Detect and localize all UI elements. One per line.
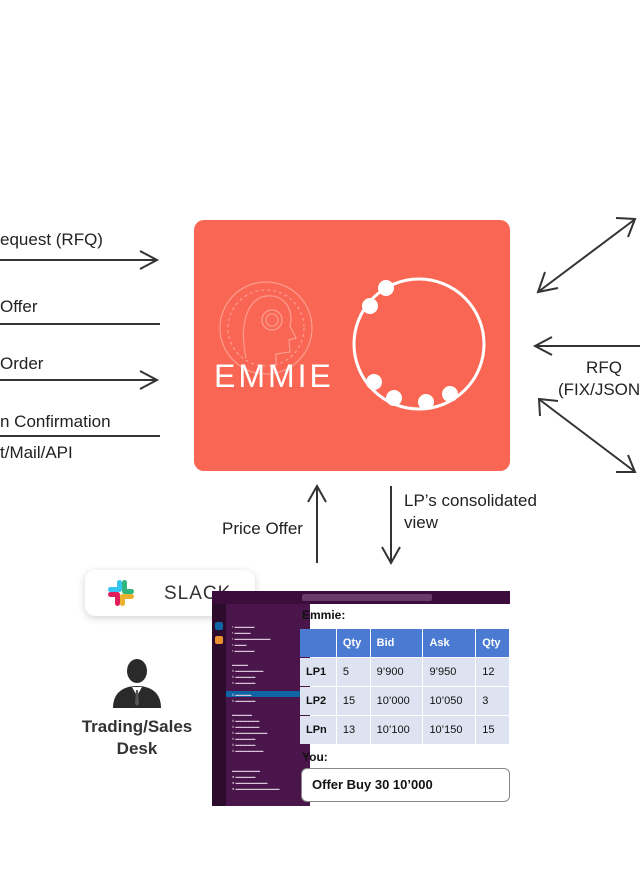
rfq-label: equest (RFQ)	[0, 230, 103, 249]
trading-desk-label: Trading/Sales Desk	[72, 716, 202, 760]
sidebar-line[interactable]: ▪ ▬▬▬▬	[232, 630, 251, 635]
right-protocol-label: (FIX/JSON	[558, 380, 640, 399]
sidebar-line[interactable]: ▪ ▬▬▬	[232, 642, 247, 647]
lp-view-label-line1: LP’s consolidated	[404, 491, 537, 510]
message-text: Offer Buy 30 10’000	[312, 777, 433, 792]
sidebar-line[interactable]: ▬▬▬▬▬▬▬	[232, 768, 260, 773]
active-channel-highlight	[226, 691, 310, 697]
sidebar-line[interactable]: # ▬▬▬▬▬▬	[232, 724, 260, 729]
order-label: Order	[0, 354, 44, 373]
column-header: Ask	[423, 629, 476, 657]
user-message-header: You:	[302, 750, 328, 764]
trading-desk-line1: Trading/Sales	[81, 717, 193, 736]
lp-cell: LP2	[300, 687, 336, 715]
sidebar-line[interactable]: ● ▬▬▬▬▬	[232, 774, 256, 779]
table-row: LPn 13 10’100 10’150 15	[300, 716, 509, 744]
channel-sidebar: ▪ ▬▬▬▬▬ ▪ ▬▬▬▬ ▪ ▬▬▬▬▬▬▬▬▬ ▪ ▬▬▬ ▪ ▬▬▬▬▬…	[226, 604, 310, 806]
offer-label: Offer	[0, 297, 38, 316]
confirmation-label: n Confirmation	[0, 412, 111, 431]
qty-cell: 15	[476, 716, 509, 744]
bid-cell: 10’100	[370, 716, 423, 744]
right-lower-line	[539, 399, 635, 472]
sidebar-line[interactable]: # ▬▬▬▬▬▬▬	[232, 748, 264, 753]
sidebar-line[interactable]: ● ▬▬▬▬▬▬▬▬▬▬▬	[232, 786, 280, 791]
bid-cell: 10’000	[370, 687, 423, 715]
search-bar[interactable]	[302, 594, 432, 601]
workspace-icon[interactable]	[215, 636, 223, 644]
qty-cell: 12	[476, 658, 509, 686]
workspace-icon[interactable]	[215, 622, 223, 630]
sidebar-line[interactable]: # ▬▬▬▬▬▬▬▬	[232, 730, 268, 735]
right-upper-arrowhead-b	[615, 217, 637, 238]
ask-cell: 9’950	[423, 658, 476, 686]
rfq-in-arrowhead	[139, 250, 160, 270]
order-in-arrowhead	[139, 370, 160, 390]
right-lower-arrowhead-b	[616, 454, 637, 473]
table-row: LP2 15 10’000 10’050 3	[300, 687, 509, 715]
column-header: Qty	[336, 629, 370, 657]
window-titlebar	[212, 591, 510, 604]
column-header: Qty	[476, 629, 509, 657]
head-logo-icon	[219, 281, 313, 375]
sidebar-line[interactable]: # ▬▬▬▬▬▬	[232, 718, 260, 723]
sidebar-line[interactable]: ● ▬▬▬▬▬▬▬▬	[232, 780, 268, 785]
right-lower-arrowhead-a	[537, 397, 559, 417]
lp-cell: LP1	[300, 658, 336, 686]
sidebar-line[interactable]: # ▬▬▬▬▬	[232, 736, 256, 741]
right-upper-arrowhead-a	[536, 271, 559, 294]
qty-cell: 15	[336, 687, 370, 715]
price-offer-arrowhead	[307, 483, 327, 503]
sidebar-line[interactable]: ▬▬▬▬▬	[232, 712, 252, 717]
ask-cell: 10’150	[423, 716, 476, 744]
slack-window: ▪ ▬▬▬▬▬ ▪ ▬▬▬▬ ▪ ▬▬▬▬▬▬▬▬▬ ▪ ▬▬▬ ▪ ▬▬▬▬▬…	[212, 591, 510, 806]
sidebar-line[interactable]: ▪ ▬▬▬▬▬	[232, 624, 255, 629]
column-header: Bid	[370, 629, 423, 657]
confirmation-channel-label: t/Mail/API	[0, 443, 73, 462]
qty-cell: 3	[476, 687, 509, 715]
sidebar-line[interactable]: # ▬▬▬▬▬	[232, 698, 256, 703]
right-rfq-label: RFQ	[586, 358, 622, 377]
right-rfq-arrowhead	[532, 336, 553, 356]
workspace-rail	[212, 604, 226, 806]
trader-avatar-icon	[113, 659, 161, 708]
lp-view-label-line2: view	[404, 513, 439, 532]
sidebar-line[interactable]: # ▬▬▬▬	[232, 692, 252, 697]
ask-cell: 10’050	[423, 687, 476, 715]
table-header-row: Qty Bid Ask Qty	[300, 629, 509, 657]
quotes-table: Qty Bid Ask Qty LP1 5 9’900 9’950 12 LP2…	[299, 628, 510, 745]
bot-message-header: Emmie:	[302, 608, 346, 622]
sidebar-line[interactable]: # ▬▬▬▬▬▬▬	[232, 668, 264, 673]
sidebar-line[interactable]: ▬▬▬▬	[232, 662, 248, 667]
price-offer-label: Price Offer	[222, 519, 303, 538]
qty-cell: 13	[336, 716, 370, 744]
emmie-graphics	[219, 277, 486, 411]
sidebar-line[interactable]: # ▬▬▬▬▬	[232, 742, 256, 747]
lp-view-arrowhead	[381, 546, 401, 566]
emmie-card	[194, 220, 510, 471]
emmie-logo-text: EMMIE	[214, 358, 334, 394]
sidebar-line[interactable]: # ▬▬▬▬▬	[232, 674, 256, 679]
lp-cell: LPn	[300, 716, 336, 744]
sidebar-line[interactable]: ▪ ▬▬▬▬▬	[232, 648, 255, 653]
sidebar-line[interactable]: # ▬▬▬▬▬	[232, 680, 256, 685]
table-row: LP1 5 9’900 9’950 12	[300, 658, 509, 686]
node-ring-icon	[352, 277, 486, 411]
qty-cell: 5	[336, 658, 370, 686]
right-upper-line	[537, 219, 635, 293]
slack-logo-icon	[108, 580, 134, 606]
column-header	[300, 629, 336, 657]
sidebar-line[interactable]: ▪ ▬▬▬▬▬▬▬▬▬	[232, 636, 271, 641]
message-input[interactable]	[301, 768, 510, 802]
trading-desk-line2: Desk	[116, 739, 158, 758]
bid-cell: 9’900	[370, 658, 423, 686]
